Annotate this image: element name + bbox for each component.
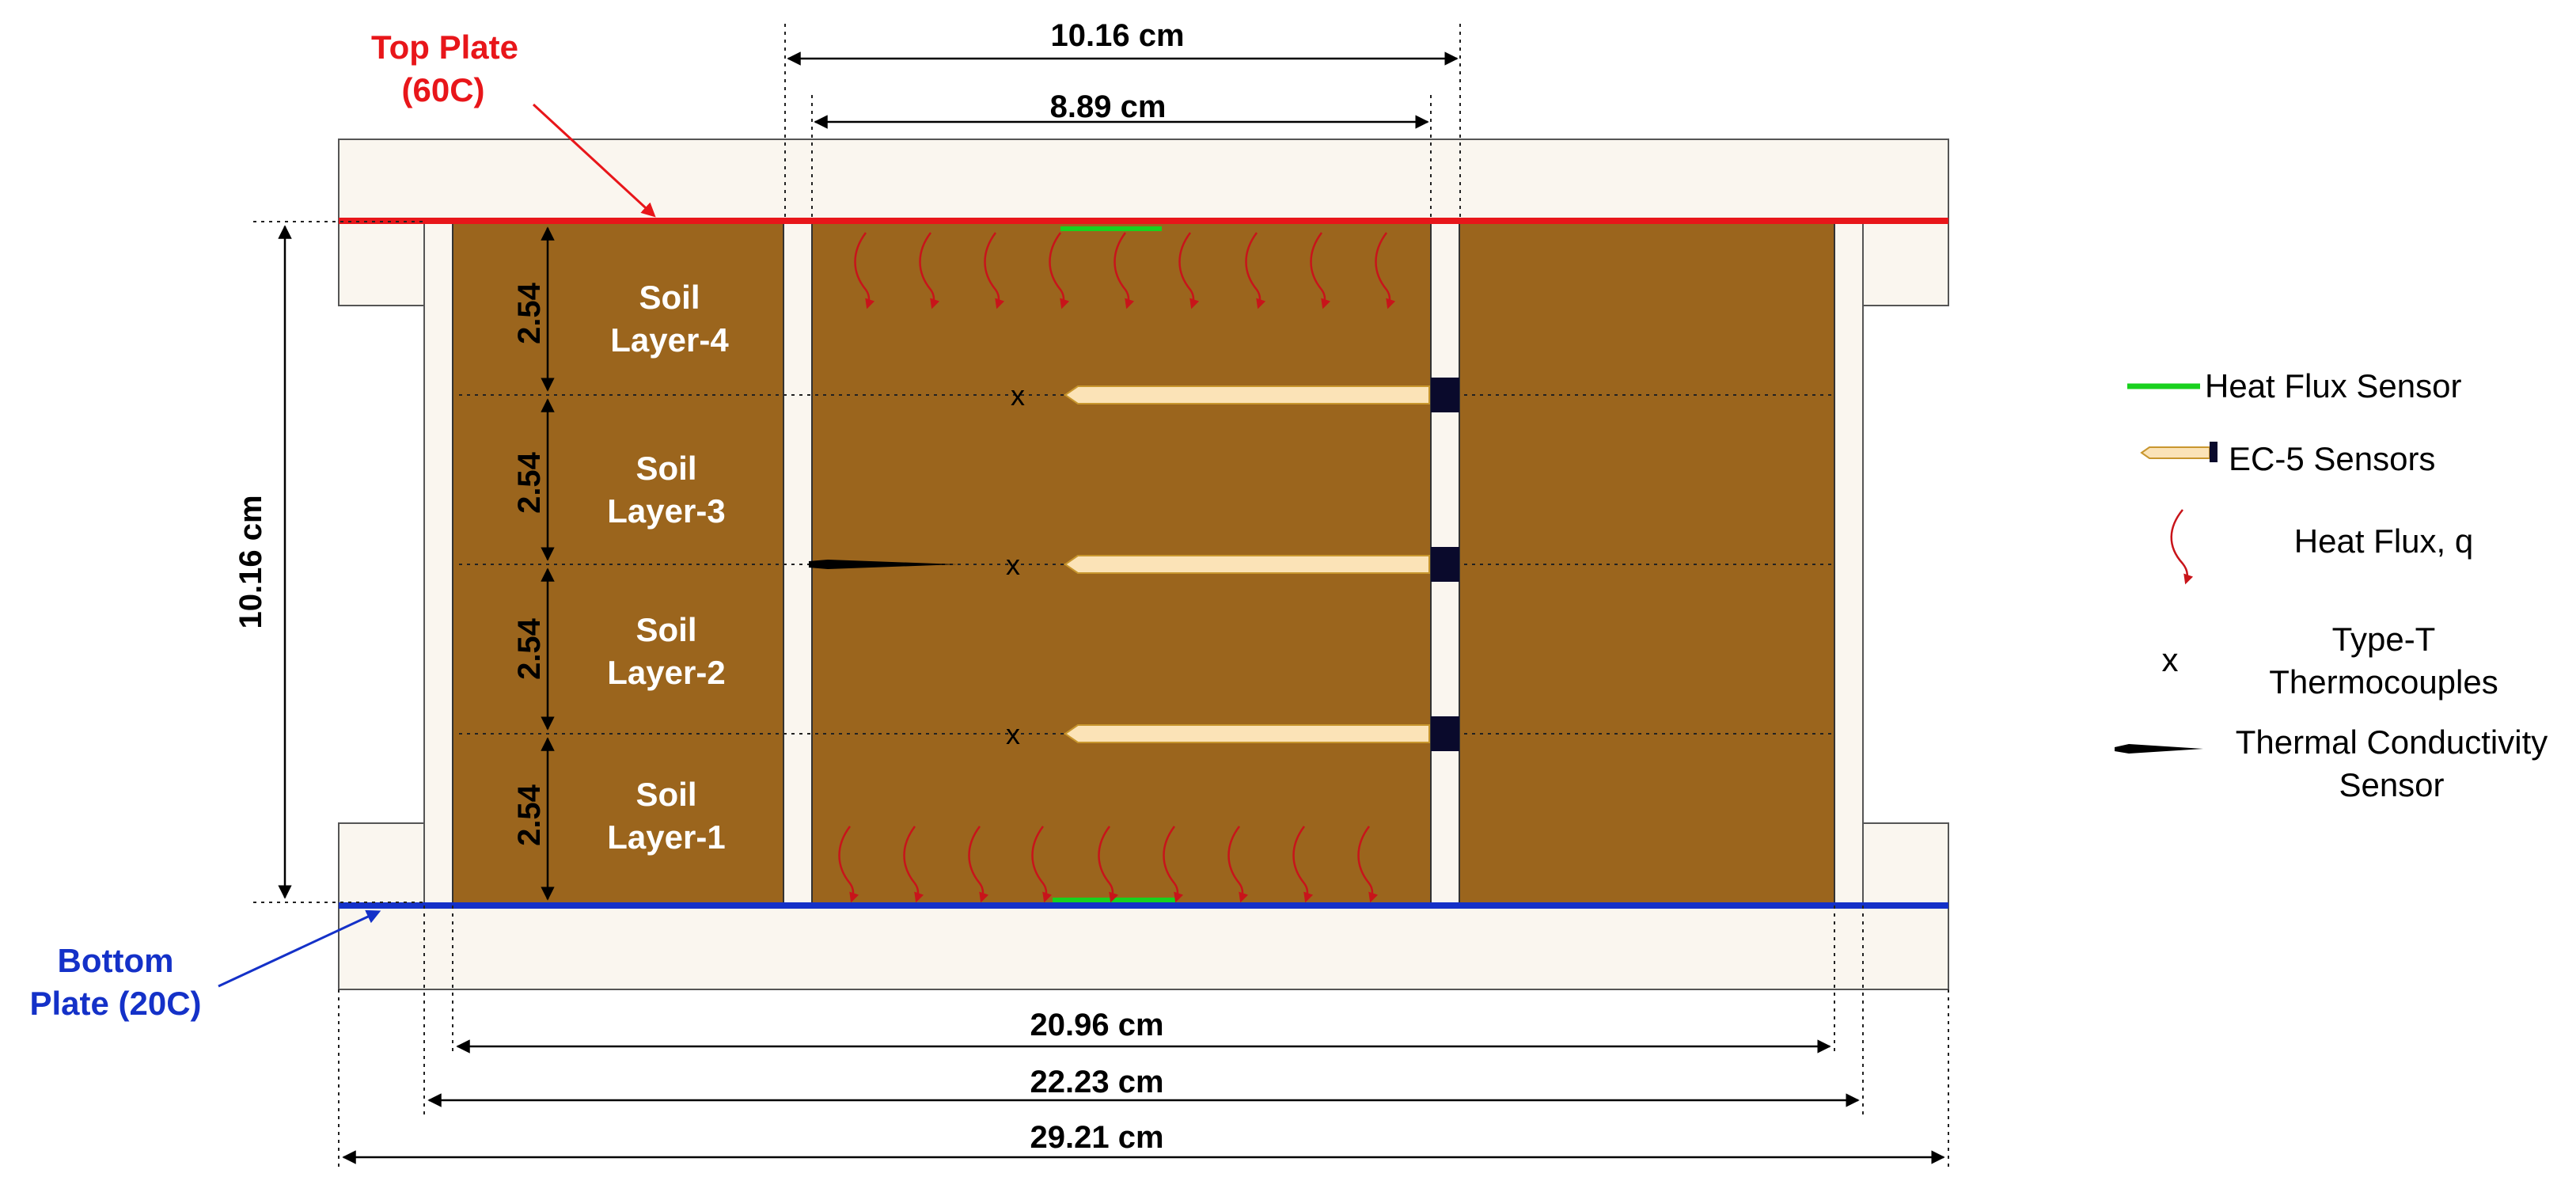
bottom-plate-label-line2: Plate (20C) bbox=[29, 985, 201, 1022]
top-plate-label-line2: (60C) bbox=[401, 71, 484, 108]
heat-flux-arrow-bottom-0 bbox=[838, 826, 859, 903]
heat-flux-arrows bbox=[838, 232, 1396, 903]
heat-flux-arrow-bottom-6 bbox=[1227, 826, 1249, 903]
legend-heat-flux-sensor-label: Heat Flux Sensor bbox=[2205, 367, 2461, 404]
layer-4-label-line2: Layer-4 bbox=[610, 321, 729, 359]
dimension-lines bbox=[278, 51, 1945, 1164]
layer-3-label-line1: Soil bbox=[635, 450, 696, 487]
thermal-conductivity-sensor bbox=[809, 560, 958, 569]
legend-conductivity-label-line2: Sensor bbox=[2339, 766, 2444, 803]
left-upper-spacer bbox=[338, 219, 425, 306]
bottom-plate-body bbox=[338, 905, 1949, 990]
dim-top-inner-label: 8.89 cm bbox=[1050, 89, 1167, 124]
legend-thermocouple-marker: x bbox=[2162, 641, 2179, 678]
layer-1-label-line2: Layer-1 bbox=[607, 818, 725, 856]
thermocouple-middle: x bbox=[1006, 549, 1020, 581]
layer-2-label-line1: Soil bbox=[635, 611, 696, 648]
legend-heat-flux-q-label: Heat Flux, q bbox=[2294, 522, 2473, 560]
left-lower-spacer bbox=[338, 822, 425, 906]
dim-top-outer-label: 10.16 cm bbox=[1050, 18, 1184, 53]
right-lower-spacer bbox=[1862, 822, 1949, 906]
ec5-probe-middle bbox=[1064, 555, 1430, 574]
heat-flux-arrow-top-7 bbox=[1310, 232, 1331, 309]
heat-flux-arrow-top-4 bbox=[1113, 232, 1135, 309]
dim-height-label: 10.16 cm bbox=[233, 495, 268, 628]
thermocouple-lower: x bbox=[1006, 718, 1020, 750]
extension-lines bbox=[253, 24, 1949, 1171]
heat-flux-arrow-bottom-1 bbox=[903, 826, 924, 903]
ec5-cap-middle bbox=[1431, 547, 1459, 582]
heat-flux-arrow-top-0 bbox=[854, 232, 875, 309]
bottom-plate-label-line1: Bottom bbox=[58, 942, 174, 979]
legend-ec5-label: EC-5 Sensors bbox=[2229, 440, 2435, 477]
legend-conductivity-swatch bbox=[2115, 744, 2203, 754]
heat-flux-arrow-bottom-4 bbox=[1098, 826, 1119, 903]
ec5-probe-lower bbox=[1064, 724, 1430, 743]
heat-flux-arrow-top-3 bbox=[1049, 232, 1070, 309]
heat-flux-arrow-bottom-2 bbox=[968, 826, 989, 903]
bottom-plate-pointer bbox=[218, 909, 381, 988]
heat-flux-arrow-top-6 bbox=[1245, 232, 1266, 309]
ec5-sensor-middle bbox=[1064, 547, 1459, 582]
layer-4-label-line1: Soil bbox=[639, 279, 700, 316]
legend: Heat Flux Sensor EC-5 Sensors Heat Flux,… bbox=[2115, 367, 2548, 803]
dim-bottom-1-label: 20.96 cm bbox=[1030, 1008, 1163, 1042]
legend-ec5-cap bbox=[2210, 442, 2217, 462]
legend-thermocouple-label-line2: Thermocouples bbox=[2269, 663, 2498, 701]
top-plate-label-line1: Top Plate bbox=[371, 28, 518, 66]
legend-ec5-swatch bbox=[2140, 442, 2217, 462]
heat-flux-arrow-top-8 bbox=[1375, 232, 1396, 309]
heat-flux-arrow-bottom-5 bbox=[1163, 826, 1184, 903]
legend-ec5-probe bbox=[2140, 446, 2210, 459]
ec5-sensors bbox=[1064, 378, 1459, 751]
heat-flux-arrow-top-5 bbox=[1178, 232, 1200, 309]
ec5-cap-lower bbox=[1431, 716, 1459, 751]
top-plate-pointer bbox=[532, 103, 656, 218]
heat-flux-arrow-top-2 bbox=[984, 232, 1005, 309]
heat-flux-arrow-top-1 bbox=[919, 232, 940, 309]
legend-heat-flux-arrow bbox=[2170, 509, 2194, 585]
layer-1-thickness: 2.54 bbox=[512, 784, 547, 846]
layer-1-label-line1: Soil bbox=[635, 776, 696, 813]
layer-4-thickness: 2.54 bbox=[512, 282, 547, 344]
right-wall bbox=[1834, 219, 1864, 906]
top-plate-body bbox=[338, 139, 1949, 221]
ec5-sensor-upper bbox=[1064, 378, 1459, 412]
ec5-cap-upper bbox=[1431, 378, 1459, 412]
thermocouple-upper: x bbox=[1011, 379, 1025, 412]
plates bbox=[338, 139, 1949, 990]
heat-flux-arrow-bottom-8 bbox=[1357, 826, 1379, 903]
layer-3-label-line2: Layer-3 bbox=[607, 492, 725, 530]
layer-2-thickness: 2.54 bbox=[512, 617, 547, 680]
dim-bottom-2-label: 22.23 cm bbox=[1030, 1065, 1163, 1099]
legend-thermocouple-label-line1: Type-T bbox=[2332, 621, 2436, 658]
ec5-probe-upper bbox=[1064, 385, 1430, 404]
right-upper-spacer bbox=[1862, 219, 1949, 306]
dim-bottom-3-label: 29.21 cm bbox=[1030, 1120, 1163, 1155]
left-wall bbox=[423, 219, 453, 906]
ec5-sensor-lower bbox=[1064, 716, 1459, 751]
heat-flux-arrow-bottom-3 bbox=[1031, 826, 1053, 903]
heat-flux-arrow-bottom-7 bbox=[1292, 826, 1314, 903]
legend-conductivity-label-line1: Thermal Conductivity bbox=[2236, 723, 2548, 761]
layer-2-label-line2: Layer-2 bbox=[607, 654, 725, 691]
middle-wall-left bbox=[783, 219, 813, 906]
layer-3-thickness: 2.54 bbox=[512, 451, 547, 514]
